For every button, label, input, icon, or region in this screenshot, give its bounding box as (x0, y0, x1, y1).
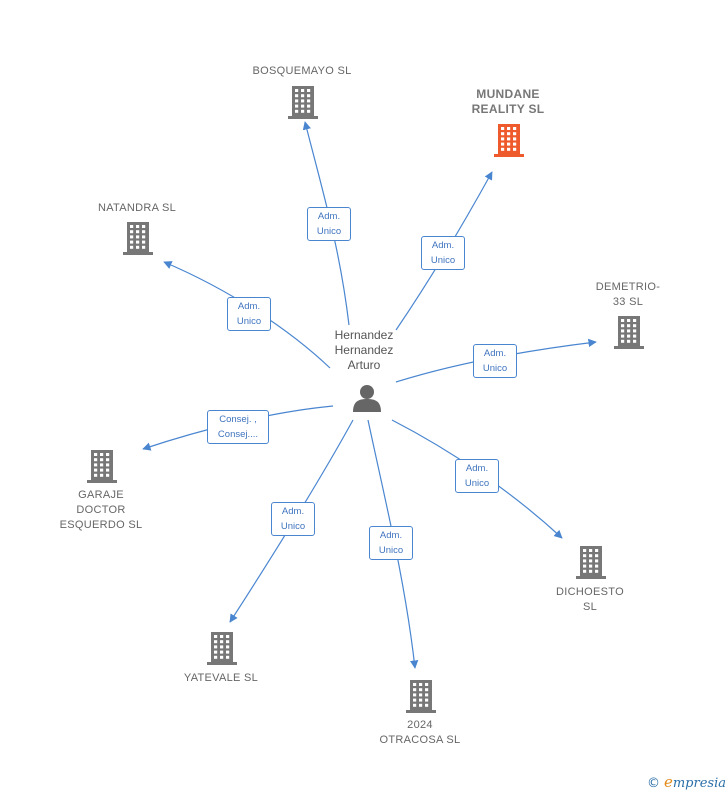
company-label-dichoesto[interactable]: DICHOESTO SL (556, 586, 624, 613)
role-badge-mundane: Adm. Unico (421, 236, 465, 270)
brand-name: mpresia (672, 776, 726, 791)
empresia-brand: ©empresia (647, 773, 726, 791)
building-icon[interactable] (494, 124, 524, 157)
company-label-otracosa[interactable]: 2024 OTRACOSA SL (379, 719, 461, 746)
building-icon[interactable] (123, 222, 153, 255)
role-badge-otracosa: Adm. Unico (369, 526, 413, 560)
company-label-yatevale[interactable]: YATEVALE SL (183, 672, 259, 684)
role-badge-dichoesto: Adm. Unico (455, 459, 499, 493)
role-badge-yatevale: Adm. Unico (271, 502, 315, 536)
center-person-label[interactable]: Hernandez Hernandez Arturo (334, 328, 394, 372)
company-label-mundane[interactable]: MUNDANE REALITY SL (471, 87, 545, 116)
role-badge-garaje: Consej. , Consej.... (207, 410, 269, 444)
company-label-demetrio[interactable]: DEMETRIO- 33 SL (595, 281, 661, 308)
company-label-bosquemayo[interactable]: BOSQUEMAYO SL (252, 65, 352, 77)
brand-first-letter: e (663, 773, 673, 791)
company-label-garaje[interactable]: GARAJE DOCTOR ESQUERDO SL (59, 489, 143, 531)
building-icon[interactable] (87, 450, 117, 483)
building-icon[interactable] (207, 632, 237, 665)
role-badge-bosquemayo: Adm. Unico (307, 207, 351, 241)
role-badge-demetrio: Adm. Unico (473, 344, 517, 378)
building-icon[interactable] (288, 86, 318, 119)
building-icon[interactable] (576, 546, 606, 579)
copyright-icon: © (646, 776, 660, 791)
role-badge-natandra: Adm. Unico (227, 297, 271, 331)
person-icon (353, 385, 381, 412)
building-icon[interactable] (614, 316, 644, 349)
company-label-natandra[interactable]: NATANDRA SL (97, 202, 177, 214)
building-icon[interactable] (406, 680, 436, 713)
